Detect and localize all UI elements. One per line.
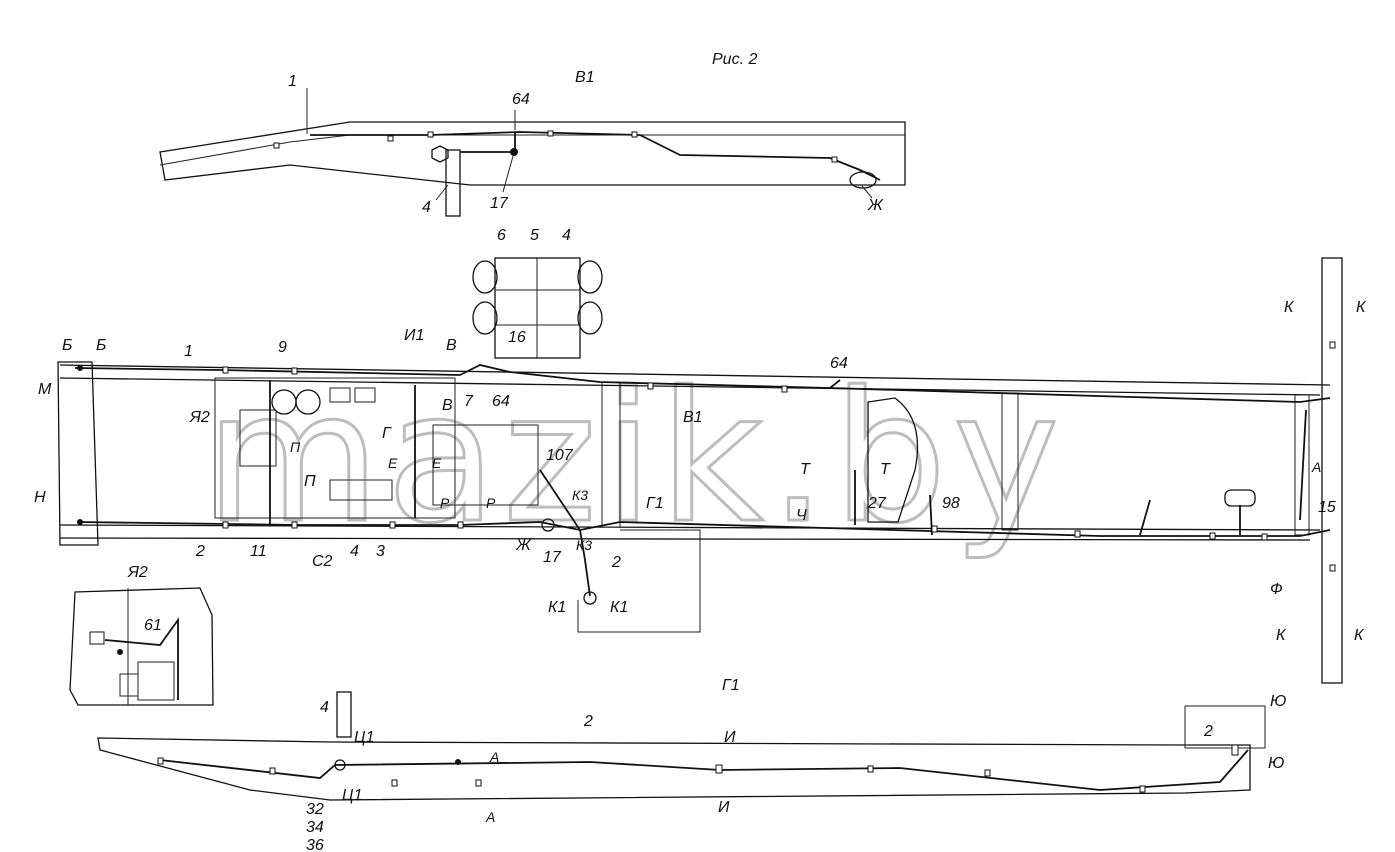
main-callout-6: 6 (497, 227, 506, 244)
section-e-right: Е (432, 455, 442, 471)
view-b1-frame (159, 121, 906, 217)
section-v-bottom: В (442, 397, 453, 414)
g1-section-yu-bottom: Ю (1268, 755, 1284, 772)
section-k-bot-left: К (1276, 627, 1287, 644)
ya2-callout-61: 61 (144, 617, 162, 634)
section-r-left: Р (440, 495, 450, 511)
section-b-left: Б (62, 337, 72, 354)
figure-title: Рис. 2 (712, 51, 757, 68)
b1-callout-1: 1 (288, 73, 297, 90)
main-callout-7: 7 (464, 393, 474, 410)
main-callout-4-top: 4 (562, 227, 571, 244)
section-e-left: Е (388, 455, 398, 471)
section-k1-left: К1 (548, 599, 566, 616)
g1-callout-32: 32 (306, 801, 324, 818)
harness-connectors (222, 341, 1336, 572)
section-i1: И1 (404, 327, 424, 344)
section-v-top: В (446, 337, 457, 354)
section-c2: С2 (312, 553, 333, 570)
main-callout-2: 2 (195, 543, 205, 560)
main-callout-3: 3 (376, 543, 385, 560)
section-b-right: Б (96, 337, 106, 354)
g1-section-ts1-top: Ц1 (354, 729, 375, 746)
section-k3-top: К3 (572, 487, 588, 503)
main-harness (74, 364, 1331, 605)
section-k-bot-right: К (1354, 627, 1365, 644)
section-t-left: Т (800, 461, 811, 478)
section-m: М (38, 381, 52, 398)
g1-callout-36: 36 (306, 837, 324, 852)
detail-ya2 (69, 587, 214, 706)
section-g-left: Г (382, 425, 392, 442)
main-callout-27: 27 (867, 495, 887, 512)
main-callout-15: 15 (1318, 499, 1336, 516)
view-label-ya2: Я2 (127, 564, 148, 581)
view-label-b1: В1 (575, 69, 595, 86)
main-callout-107: 107 (546, 447, 574, 464)
main-callout-2-mid: 2 (611, 554, 621, 571)
g1-section-i-bottom: И (718, 799, 730, 816)
section-r-right: Р (486, 495, 496, 511)
b1-callout-zh: Ж (867, 197, 884, 214)
section-k-top-left: К (1284, 299, 1295, 316)
section-ya2: Я2 (189, 409, 210, 426)
section-t-right: Т (880, 461, 891, 478)
g1-section-ts1-bottom: Ц1 (342, 787, 363, 804)
b1-callout-17: 17 (490, 195, 509, 212)
main-callout-64: 64 (492, 393, 510, 410)
section-k-top-right: К (1356, 299, 1367, 316)
g1-callout-2: 2 (583, 713, 593, 730)
section-a-main: А (1311, 459, 1321, 475)
view-label-b1-inline: В1 (683, 409, 703, 426)
main-callout-4: 4 (350, 543, 359, 560)
section-n: Н (34, 489, 46, 506)
section-f: Ф (1270, 581, 1283, 598)
section-ch: Ч (796, 507, 807, 524)
g1-section-a-top: А (489, 749, 499, 765)
section-zh: Ж (515, 537, 532, 554)
view-g1-frame (97, 691, 1266, 801)
g1-callout-34: 34 (306, 819, 324, 836)
section-k3-bottom: К3 (576, 537, 592, 553)
main-callout-11: 11 (250, 543, 267, 560)
main-frame (57, 257, 1343, 684)
g1-section-i-top: И (724, 729, 736, 746)
b1-callout-4: 4 (422, 199, 431, 216)
section-k1-right: К1 (610, 599, 628, 616)
g1-callout-4: 4 (320, 699, 329, 716)
view-label-g1: Г1 (722, 677, 740, 694)
section-p: П (304, 473, 316, 490)
g1-section-yu-top: Ю (1270, 693, 1286, 710)
main-callout-5: 5 (530, 227, 539, 244)
g1-section-a-bottom: А (485, 809, 495, 825)
section-p-small: П (290, 439, 301, 455)
g1-callout-2-right: 2 (1203, 723, 1213, 740)
main-callout-64-right: 64 (830, 355, 848, 372)
main-callout-1: 1 (184, 343, 193, 360)
main-callout-98: 98 (942, 495, 960, 512)
main-callout-17: 17 (543, 549, 562, 566)
main-callout-9: 9 (278, 339, 287, 356)
main-callout-16: 16 (508, 329, 526, 346)
b1-callout-64: 64 (512, 91, 530, 108)
view-label-g1-inline: Г1 (646, 495, 664, 512)
